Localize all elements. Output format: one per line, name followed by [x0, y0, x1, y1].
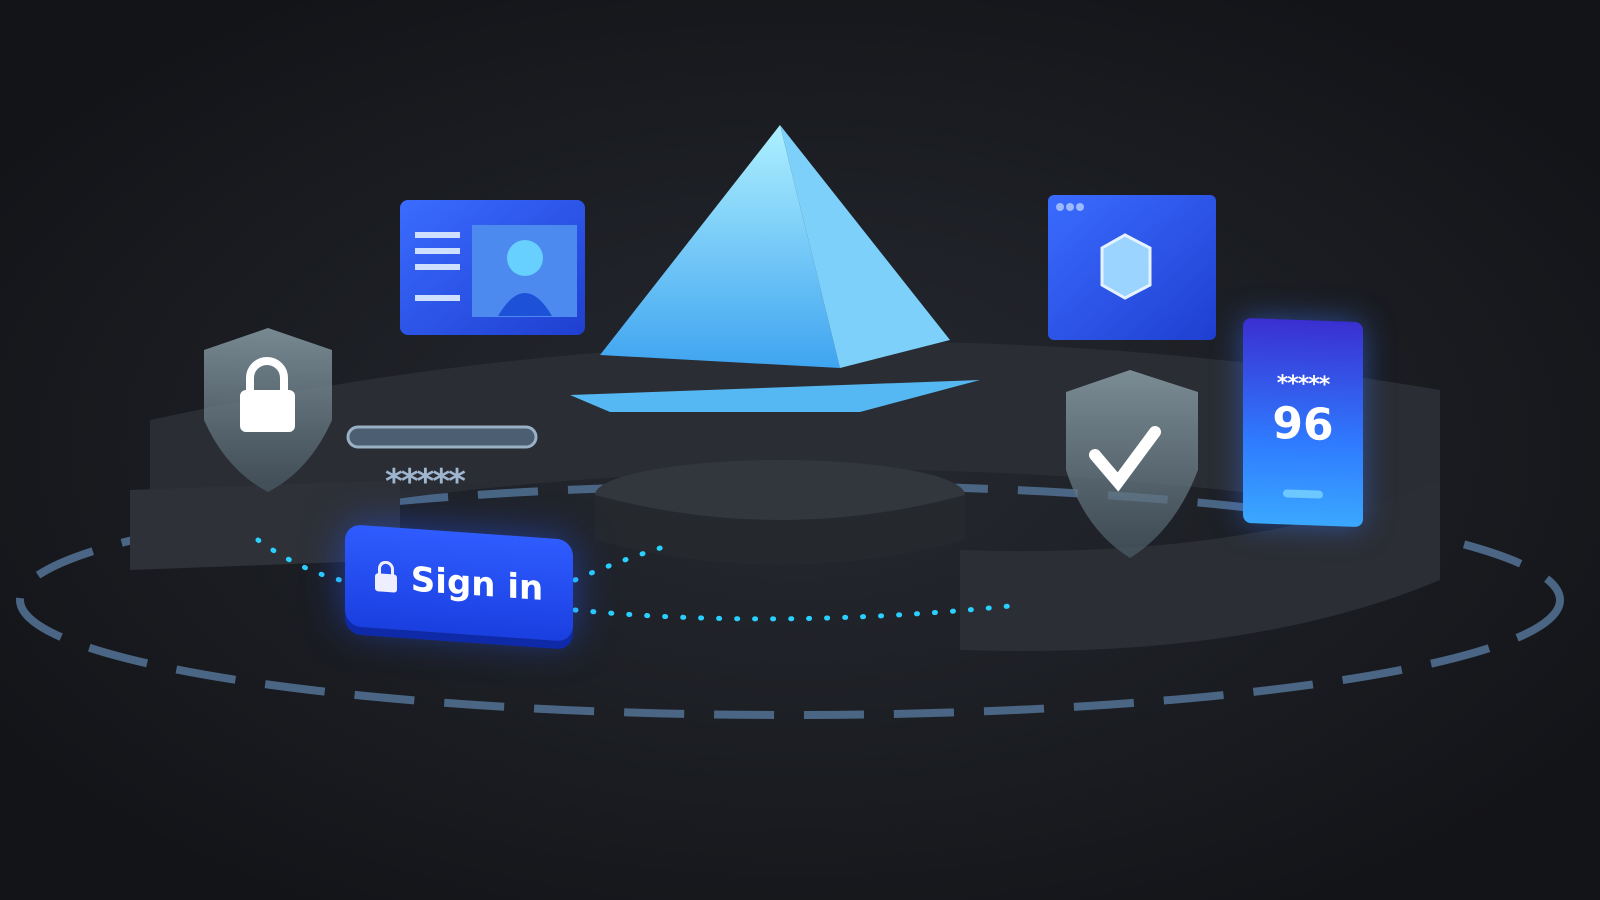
check-shield — [1066, 370, 1198, 558]
lock-shield — [204, 328, 332, 492]
pyramid — [570, 125, 980, 412]
id-card — [400, 200, 585, 335]
cube-icon — [1100, 233, 1152, 300]
lock-icon — [374, 573, 397, 593]
app-window — [1048, 195, 1216, 340]
authenticator-phone: ***** 96 — [1243, 317, 1363, 528]
phone-button — [1283, 489, 1323, 499]
dotted-connection — [255, 537, 1023, 622]
password-field-bar — [346, 425, 538, 449]
sign-in-label: Sign in — [410, 559, 544, 609]
sign-in-button[interactable]: Sign in — [345, 524, 573, 642]
phone-password-mask: ***** — [1276, 371, 1330, 398]
password-mask: ***** — [385, 462, 466, 502]
verification-code: 96 — [1272, 397, 1334, 452]
